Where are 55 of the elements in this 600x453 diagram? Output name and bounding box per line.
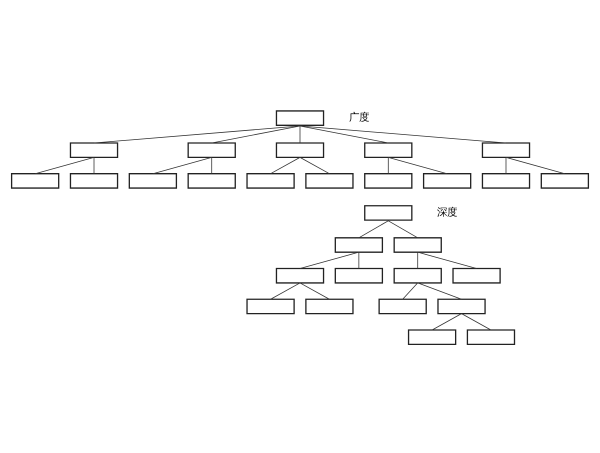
node-box <box>128 172 178 188</box>
connector <box>34 156 94 174</box>
connector <box>94 125 300 143</box>
connector <box>417 251 418 268</box>
node-box <box>10 172 60 188</box>
connector <box>270 156 300 174</box>
connector <box>358 220 389 238</box>
connector <box>300 282 330 300</box>
node-box <box>305 298 354 314</box>
node-box <box>482 172 530 188</box>
node-box <box>452 267 501 284</box>
node-box <box>276 142 324 158</box>
node-box <box>437 298 486 314</box>
connector <box>211 156 212 174</box>
connector <box>358 251 360 268</box>
connector <box>417 282 462 300</box>
label: 深度 <box>437 206 458 218</box>
node-box <box>70 172 118 188</box>
connector <box>388 156 448 174</box>
node-box <box>394 236 442 252</box>
connector <box>402 282 418 300</box>
node-box <box>305 172 354 188</box>
node-box <box>364 142 412 158</box>
node-box <box>466 328 516 345</box>
node-box <box>378 298 427 314</box>
node-box <box>276 267 324 284</box>
connector <box>461 312 492 330</box>
node-box <box>188 142 236 158</box>
connector <box>211 125 300 143</box>
node-box <box>394 267 442 284</box>
connector <box>432 312 462 330</box>
node-box <box>246 298 295 314</box>
node-box <box>70 142 118 158</box>
connector <box>388 156 389 174</box>
connector <box>300 125 506 143</box>
node-box <box>246 172 295 188</box>
connector <box>300 251 360 268</box>
node-box <box>334 267 384 284</box>
node-box <box>540 172 590 188</box>
connector <box>300 156 330 174</box>
node-box <box>334 236 384 252</box>
node-box <box>422 172 472 188</box>
connector <box>506 156 566 174</box>
connector <box>417 251 477 268</box>
connector <box>300 125 389 143</box>
node-box <box>364 172 412 188</box>
node-box <box>408 328 456 345</box>
label: 广度 <box>348 111 369 124</box>
node-box <box>364 204 412 220</box>
node-box <box>276 110 324 126</box>
node-box <box>482 142 530 158</box>
node-box <box>188 172 236 188</box>
connector <box>152 156 212 174</box>
connector <box>388 220 418 238</box>
connector <box>270 282 300 300</box>
